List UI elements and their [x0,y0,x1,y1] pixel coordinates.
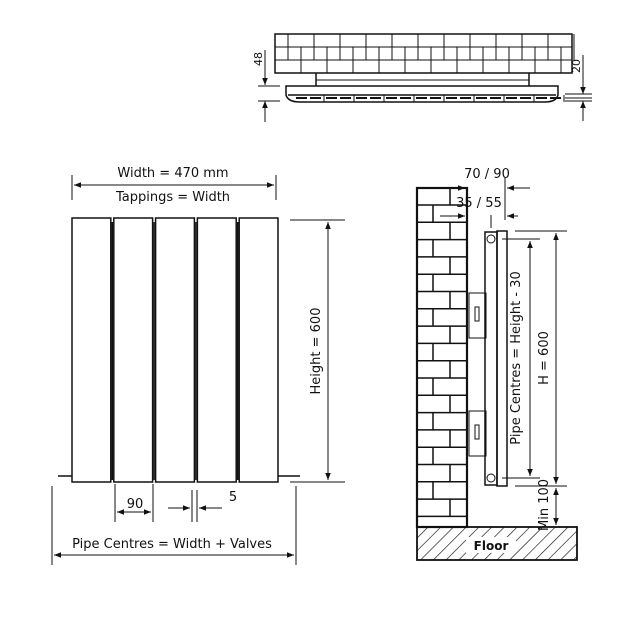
fin [340,97,351,99]
fin [370,97,381,99]
fin [400,97,411,99]
radiator-panel [196,217,237,483]
plan-brick-pattern [274,34,575,73]
wall-brick-pattern [417,187,467,518]
radiator-panels [71,217,279,483]
fin [430,97,441,99]
fin [310,97,321,99]
wall-gap-label: 35 / 55 [456,196,502,211]
bracket-bottom [468,410,487,457]
side-radiator-panel [496,230,508,487]
tappings-label: Tappings = Width [115,190,230,205]
fin [506,97,517,99]
plan-radiator [285,85,559,103]
projection-label: 70 / 90 [464,167,510,182]
radiator-panel [71,217,112,483]
width-label: Width = 470 mm [117,166,228,181]
front-view: Width = 470 mm Tappings = Width Height =… [51,166,345,565]
plan-wall [274,33,573,74]
floor-label: Floor [474,539,509,553]
radiator-panel [238,217,279,483]
fin [416,97,427,99]
plan-radiator-fins [296,95,565,102]
side-radiator-body [484,231,498,486]
bottom-pipe-icon [486,473,496,483]
fin [386,97,397,99]
fin [296,97,307,99]
panel-gap-label: 5 [229,490,237,505]
fin [520,97,531,99]
side-pipe-centres-label: Pipe Centres = Height - 30 [509,271,524,444]
radiator-panel [113,217,154,483]
radiator-panel [154,217,196,483]
fin [326,97,337,99]
side-view: Floor 70 / 90 35 / 55 Pipe Centres = Hei… [415,167,578,561]
fin [356,97,367,99]
pipe-centres-label: Pipe Centres = Width + Valves [72,537,272,552]
height-label: Height = 600 [309,308,324,395]
fin [536,97,547,99]
fin [550,97,561,99]
fin [476,97,487,99]
panel-width-label: 90 [127,497,144,512]
plan-depth-label: 48 [252,52,265,66]
plan-view: 48 20 [252,33,592,122]
plan-gap-label: 20 [570,59,583,73]
bracket-top [468,292,487,339]
top-pipe-icon [486,234,496,244]
fin [446,97,457,99]
fin [490,97,501,99]
min-clearance-label: Min 100 [537,479,552,531]
fin [460,97,471,99]
h-label: H = 600 [537,331,552,385]
